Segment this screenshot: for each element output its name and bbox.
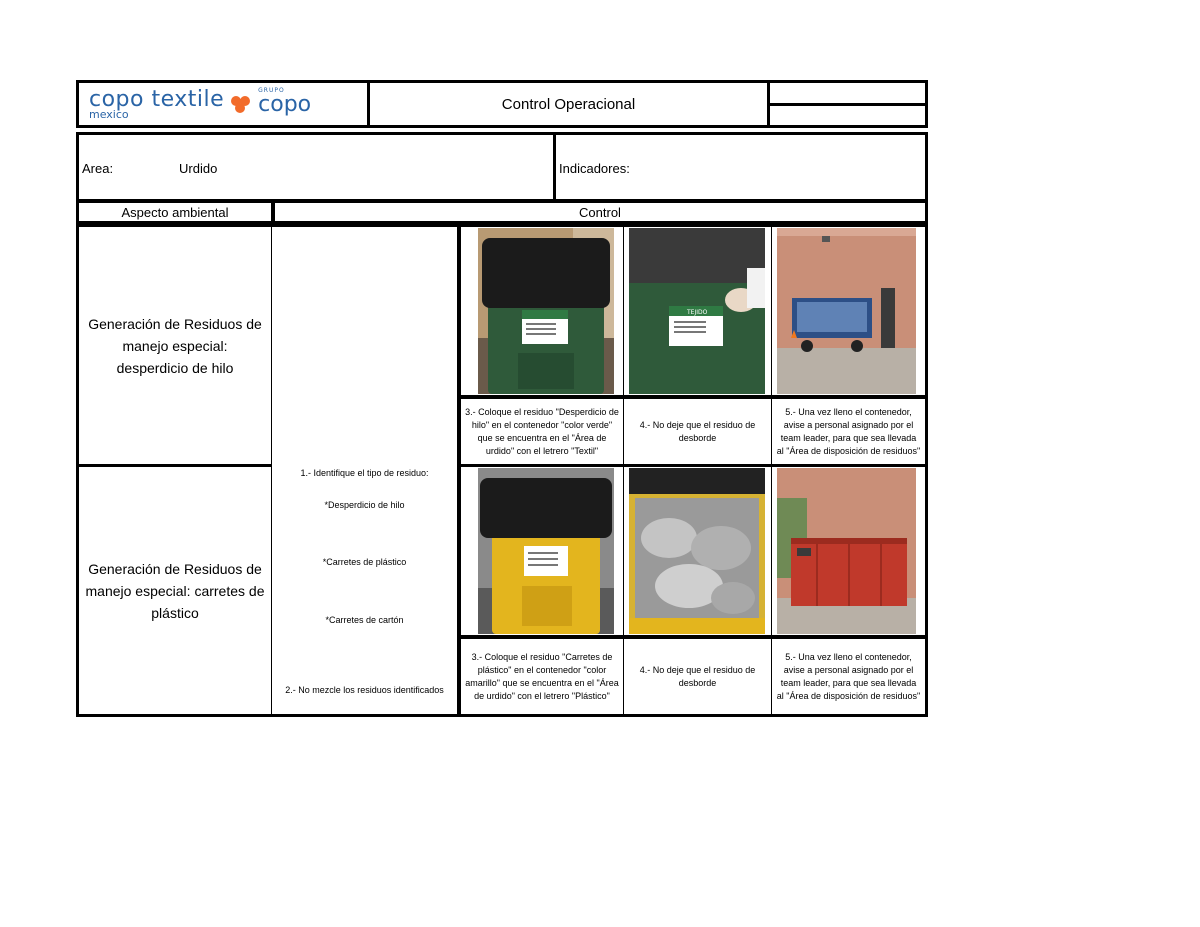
logo-group-label: GRUPO [258,86,285,94]
page-title: Control Operacional [501,95,636,113]
photo-cell-green-bin [458,224,626,398]
step3-text-row-2: 3.- Coloque el residuo "Carretes de plás… [465,651,619,701]
instruction-step-1: 1.- Identifique el tipo de residuo: [300,468,429,478]
instruction-step-2: 2.- No mezcle los residuos identificados [285,685,444,695]
area-label: Area: [82,161,114,176]
red-container-photo [777,468,916,634]
step5-text-row-1: 5.- Una vez lleno el contenedor, avise a… [776,406,921,456]
step3-cell-row-2: 3.- Coloque el residuo "Carretes de plás… [458,636,626,717]
green-bin-photo [478,228,614,394]
step4-cell-row-1: 4.- No deje que el residuo de desborde [624,396,774,467]
area-value: Urdido [179,161,218,176]
photo-cell-red-container [772,464,928,638]
trailer-photo [777,228,916,394]
aspect-header-label: Aspecto ambiental [121,204,229,220]
aspect-row-2: Generación de Residuos de manejo especia… [76,464,274,717]
step4-text-row-2: 4.- No deje que el residuo de desborde [639,664,756,688]
photo-cell-trailer [772,224,928,398]
logo-group-name: copo [258,91,312,117]
instruction-item-3: *Carretes de cartón [325,615,404,625]
yellow-bin-photo [478,468,614,634]
indicators-cell: Indicadores: [556,132,928,202]
step5-cell-row-2: 5.- Una vez lleno el contenedor, avise a… [772,636,928,717]
full-green-bin-photo: TEJIDO [629,228,765,394]
header-logo-cell: copo textile mexico GRUPO copo [76,80,370,128]
header-meta-cell-bottom [770,103,928,128]
step4-cell-row-2: 4.- No deje que el residuo de desborde [624,636,774,717]
full-yellow-bin-photo [629,468,765,634]
instruction-item-2: *Carretes de plástico [322,557,407,567]
control-header: Control [272,200,928,224]
aspect-row-2-text: Generación de Residuos de manejo especia… [85,560,265,621]
logo-region-text: mexico [89,107,129,121]
green-bin-sign-label: TEJIDO [686,309,708,316]
instruction-item-1: *Desperdicio de hilo [324,500,405,510]
instructions-cell: 1.- Identifique el tipo de residuo: *Des… [272,224,460,717]
aspect-row-1-text: Generación de Residuos de manejo especia… [88,315,262,376]
aspect-row-1: Generación de Residuos de manejo especia… [76,224,274,467]
photo-cell-yellow-bin-full [624,464,774,638]
step3-cell-row-1: 3.- Coloque el residuo "Desperdicio de h… [458,396,626,467]
area-cell: Area: Urdido [76,132,556,202]
logo-brand-text: copo textile [89,86,225,112]
step5-cell-row-1: 5.- Una vez lleno el contenedor, avise a… [772,396,928,467]
indicators-label: Indicadores: [559,161,630,176]
control-header-label: Control [579,204,621,220]
photo-cell-yellow-bin [458,464,626,638]
photo-cell-green-bin-full: TEJIDO [624,224,774,398]
logo-flower-icon [231,96,251,113]
step4-text-row-1: 4.- No deje que el residuo de desborde [639,419,756,443]
step3-text-row-1: 3.- Coloque el residuo "Desperdicio de h… [465,406,619,456]
aspect-header: Aspecto ambiental [76,200,274,224]
title-cell: Control Operacional [370,80,770,128]
step5-text-row-2: 5.- Una vez lleno el contenedor, avise a… [776,651,921,701]
company-logo: copo textile mexico GRUPO copo [79,83,367,125]
